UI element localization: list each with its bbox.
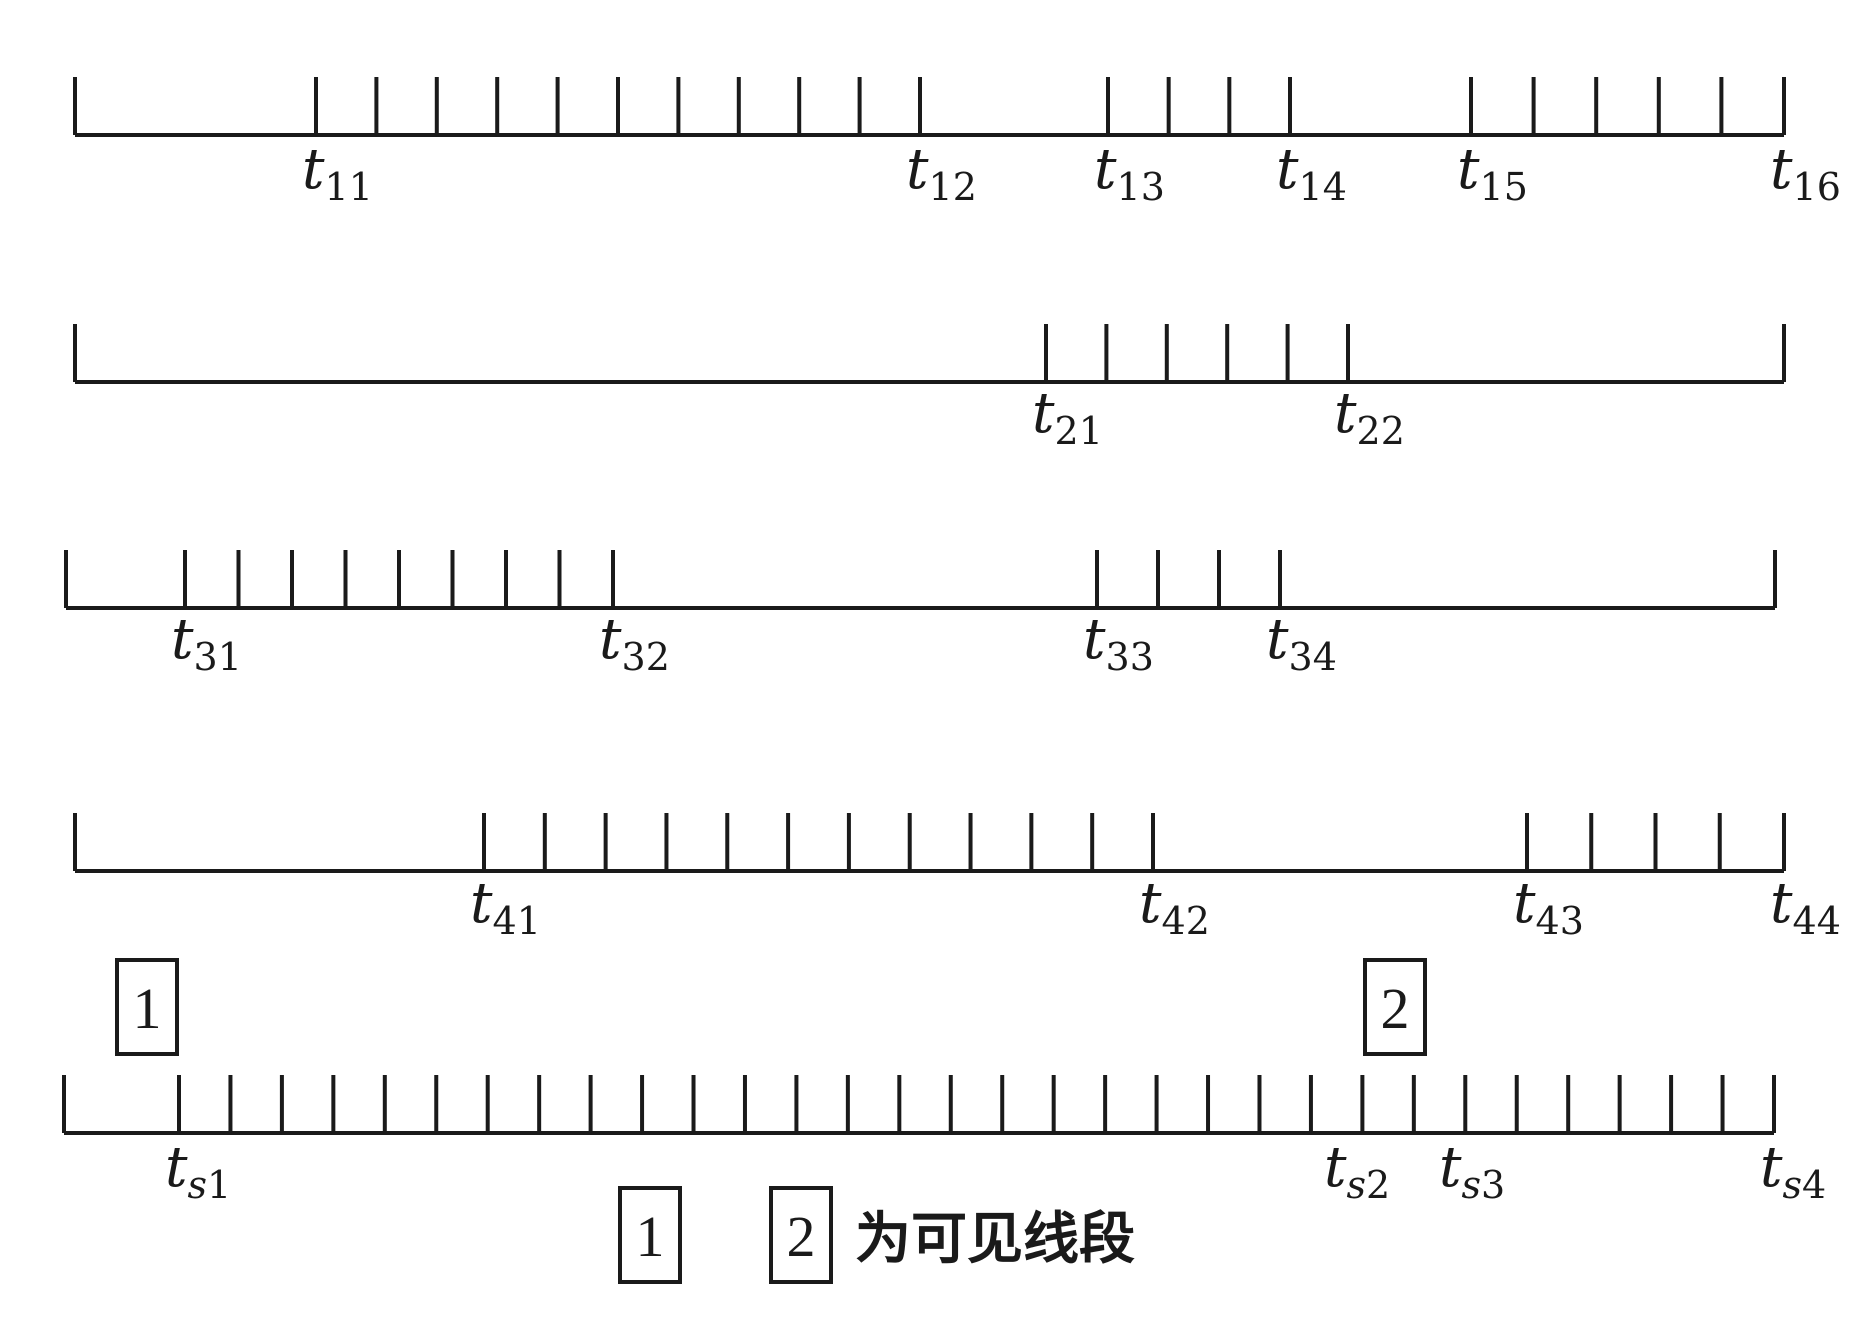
tick-label-21: t21 — [1032, 381, 1103, 453]
legend-box-frame — [618, 1186, 682, 1284]
tick-label-32: t32 — [599, 607, 670, 679]
segment-box-2: 2 — [1363, 958, 1427, 1056]
legend-box-frame — [769, 1186, 833, 1284]
tick-label-11: t11 — [302, 137, 373, 209]
tick-label-22: t22 — [1334, 381, 1405, 453]
tick-label-16: t16 — [1770, 137, 1841, 209]
tick-label-33: t33 — [1083, 607, 1154, 679]
segment-box-number: 2 — [1381, 976, 1410, 1041]
segment-box-number: 1 — [133, 976, 162, 1041]
timeline-row5: ts1 ts2 ts3 ts4 — [62, 1075, 1826, 1207]
tick-label-13: t13 — [1094, 137, 1165, 209]
tick-label-s1: ts1 — [165, 1135, 231, 1207]
segment-box-frame — [115, 958, 179, 1056]
tick-label-12: t12 — [906, 137, 977, 209]
legend: 1 2 为可见线段 — [618, 1186, 1135, 1284]
tick-label-15: t15 — [1457, 137, 1528, 209]
tick-label-31: t31 — [171, 607, 242, 679]
timeline-row1: t11 t12 t13 t14 t15 t16 — [73, 77, 1841, 209]
tick-label-43: t43 — [1513, 871, 1584, 943]
segment-box-1: 1 — [115, 958, 179, 1056]
legend-box-number: 1 — [636, 1204, 665, 1269]
timeline-row3: t31 t32 t33 t34 — [64, 550, 1777, 679]
legend-caption: 为可见线段 — [855, 1207, 1135, 1272]
tick-label-42: t42 — [1139, 871, 1210, 943]
legend-box-number: 2 — [787, 1204, 816, 1269]
segment-box-frame — [1363, 958, 1427, 1056]
tick-label-s3: ts3 — [1439, 1135, 1505, 1207]
tick-label-s4: ts4 — [1760, 1135, 1826, 1207]
tick-label-44: t44 — [1770, 871, 1841, 943]
timeline-row2: t21 t22 — [73, 324, 1786, 453]
tick-label-34: t34 — [1266, 607, 1337, 679]
tick-label-s2: ts2 — [1324, 1135, 1390, 1207]
tick-label-14: t14 — [1276, 137, 1347, 209]
tick-label-41: t41 — [470, 871, 541, 943]
timeline-row4: t41 t42 t43 t44 — [73, 813, 1841, 943]
